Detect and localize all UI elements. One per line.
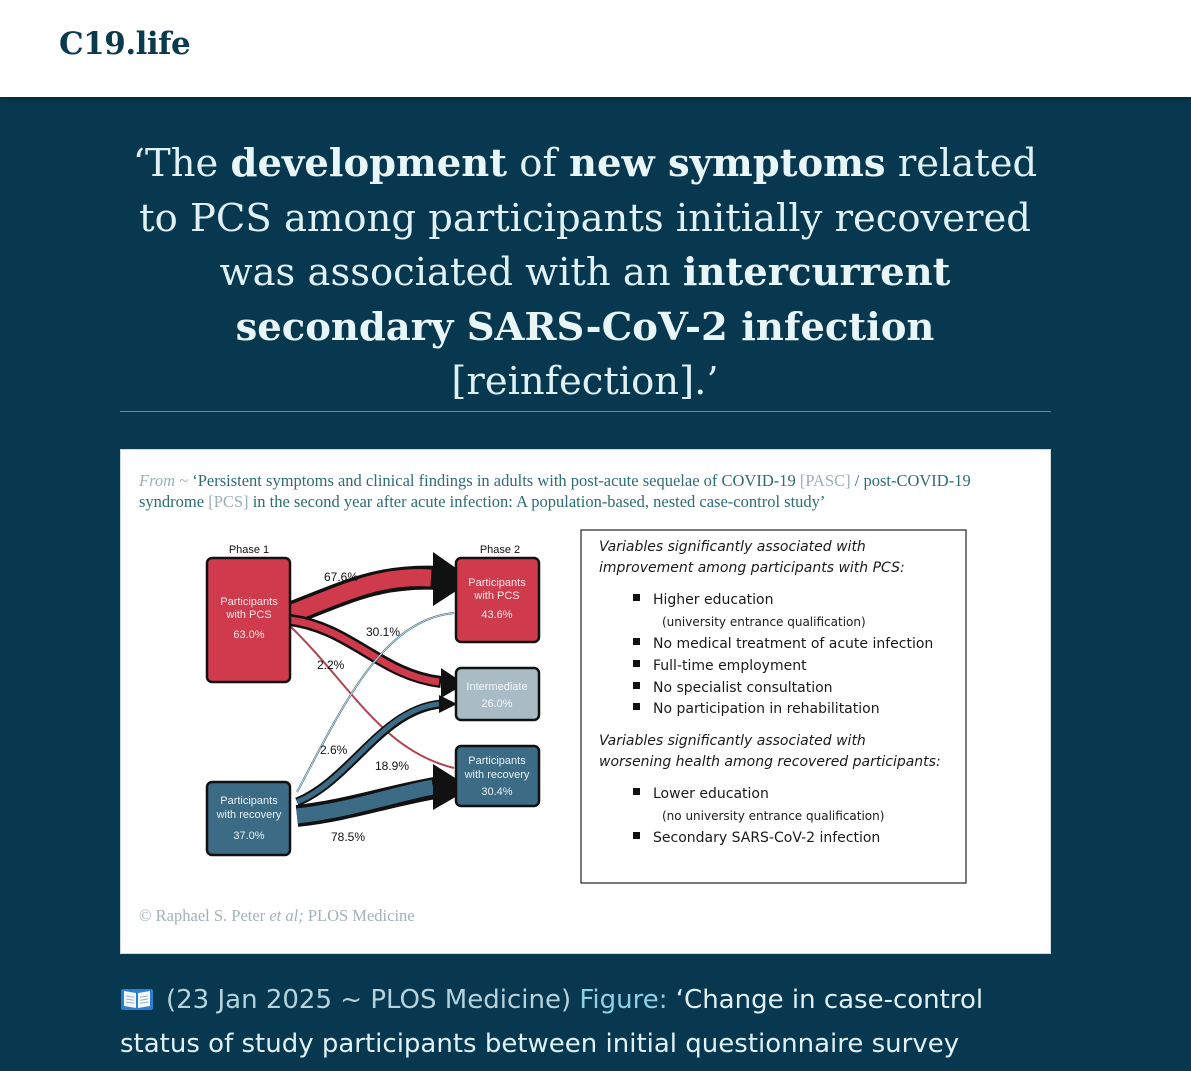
credit-text: et al; [269,906,304,925]
phase2-recovery-percent: 30.4% [481,786,512,798]
flow-label: 2.6% [320,743,348,757]
variables-box [580,529,967,884]
phase2-intermediate-label: Intermediate [466,681,527,693]
credit-text: PLOS Medicine [303,906,415,925]
abbr-pasc: [PASC] [799,471,851,490]
variable-item: Full-time employment [653,658,807,674]
variable-item: No medical treatment of acute infection [653,636,933,652]
flow-label: 67.6% [324,570,358,584]
phase2-intermediate-percent: 26.0% [481,698,512,710]
bullet-icon [633,682,640,689]
phase1-pcs-label: with PCS [225,609,271,621]
bullet-icon [633,638,640,645]
phase1-recovery-box [205,780,292,857]
phase2-intermediate-box [454,666,541,722]
bullet-icon [633,594,640,601]
figure-card[interactable]: From ~ ‘Persistent symptoms and clinical… [120,449,1051,954]
quote-text: of [507,141,569,186]
caption-text: ‘Change in case-control status of study … [120,985,984,1059]
divider [120,411,1051,412]
variable-item: Higher education [653,592,773,608]
caption-meta: (23 Jan 2025 ~ PLOS Medicine) [166,985,572,1015]
variables-heading: Variables significantly associated with [599,733,866,749]
flow-recovery-to-recovery [295,764,471,827]
bullet-icon [633,832,640,839]
bullet-icon [633,703,640,710]
source-title: in the second year after acute infection… [248,492,826,511]
variables-heading: Variables significantly associated with [599,539,866,555]
phase1-recovery-label: Participants [220,795,278,807]
figure-link[interactable]: Figure: [579,985,668,1015]
variables-heading: improvement among participants with PCS: [599,560,905,576]
phase2-pcs-box [454,556,541,644]
quote-emphasis: intercurrent secondary SARS-CoV-2 infect… [235,250,951,350]
flow-diagram: Phase 1 Participants with PCS 63.0% Part… [205,529,967,884]
phase2-recovery-label: Participants [468,755,526,767]
flow-recovery-to-intermediate [295,695,457,807]
quote-emphasis: new symptoms [568,141,886,186]
variable-note: (no university entrance qualification) [662,809,884,823]
variable-item: No specialist consultation [653,680,833,696]
phase1-pcs-label: Participants [220,596,278,608]
bullet-icon [633,660,640,667]
abbr-pcs: [PCS] [208,492,249,511]
credit-text: © Raphael S. Peter [139,906,270,925]
site-header: C19.life [0,0,1191,97]
phase2-pcs-label: Participants [468,577,526,589]
phase2-recovery-box [454,744,541,808]
flow-recovery-to-pcs [296,612,455,793]
bullet-icon [633,788,640,795]
phase2-pcs-label: with PCS [473,590,519,602]
flow-pcs-to-intermediate [289,614,465,698]
pull-quote: ‘The development of new symptoms related… [110,137,1060,410]
from-label: From ~ [139,471,189,490]
flow-label: 2.2% [317,658,345,672]
phase1-label: Phase 1 [229,544,269,556]
phase1-pcs-percent: 63.0% [233,629,264,641]
variable-item: Secondary SARS-CoV-2 infection [653,830,880,846]
figure-caption: (23 Jan 2025 ~ PLOS Medicine) Figure: ‘C… [120,978,1060,1066]
flow-pcs-to-recovery [289,625,455,769]
quote-text: [reinfection].’ [451,359,719,404]
quote-text: ‘The [132,141,231,186]
figure-source: From ~ ‘Persistent symptoms and clinical… [139,470,1039,512]
variables-heading: worsening health among recovered partici… [599,754,941,770]
source-title: ‘Persistent symptoms and clinical findin… [188,471,800,490]
flow-pcs-to-pcs [285,552,473,626]
figure-credit: © Raphael S. Peter et al; PLOS Medicine [139,906,415,926]
flow-label: 78.5% [331,830,365,844]
phase2-recovery-label: with recovery [464,769,530,781]
flow-label: 18.9% [375,759,409,773]
phase1-pcs-box [205,556,292,684]
phase2-pcs-percent: 43.6% [481,609,512,621]
variable-note: (university entrance qualification) [662,615,866,629]
open-book-icon [120,981,154,1010]
source-title: / post-COVID-19 syndrome [139,471,971,511]
phase1-recovery-label: with recovery [216,809,282,821]
flow-label: 30.1% [366,625,400,639]
site-logo[interactable]: C19.life [59,26,191,62]
variable-item: Lower education [653,786,769,802]
quote-emphasis: development [230,141,508,186]
phase2-label: Phase 2 [480,544,520,556]
variable-item: No participation in rehabilitation [653,701,880,717]
phase1-recovery-percent: 37.0% [233,830,264,842]
quote-text: related to PCS among participants initia… [139,141,1038,295]
